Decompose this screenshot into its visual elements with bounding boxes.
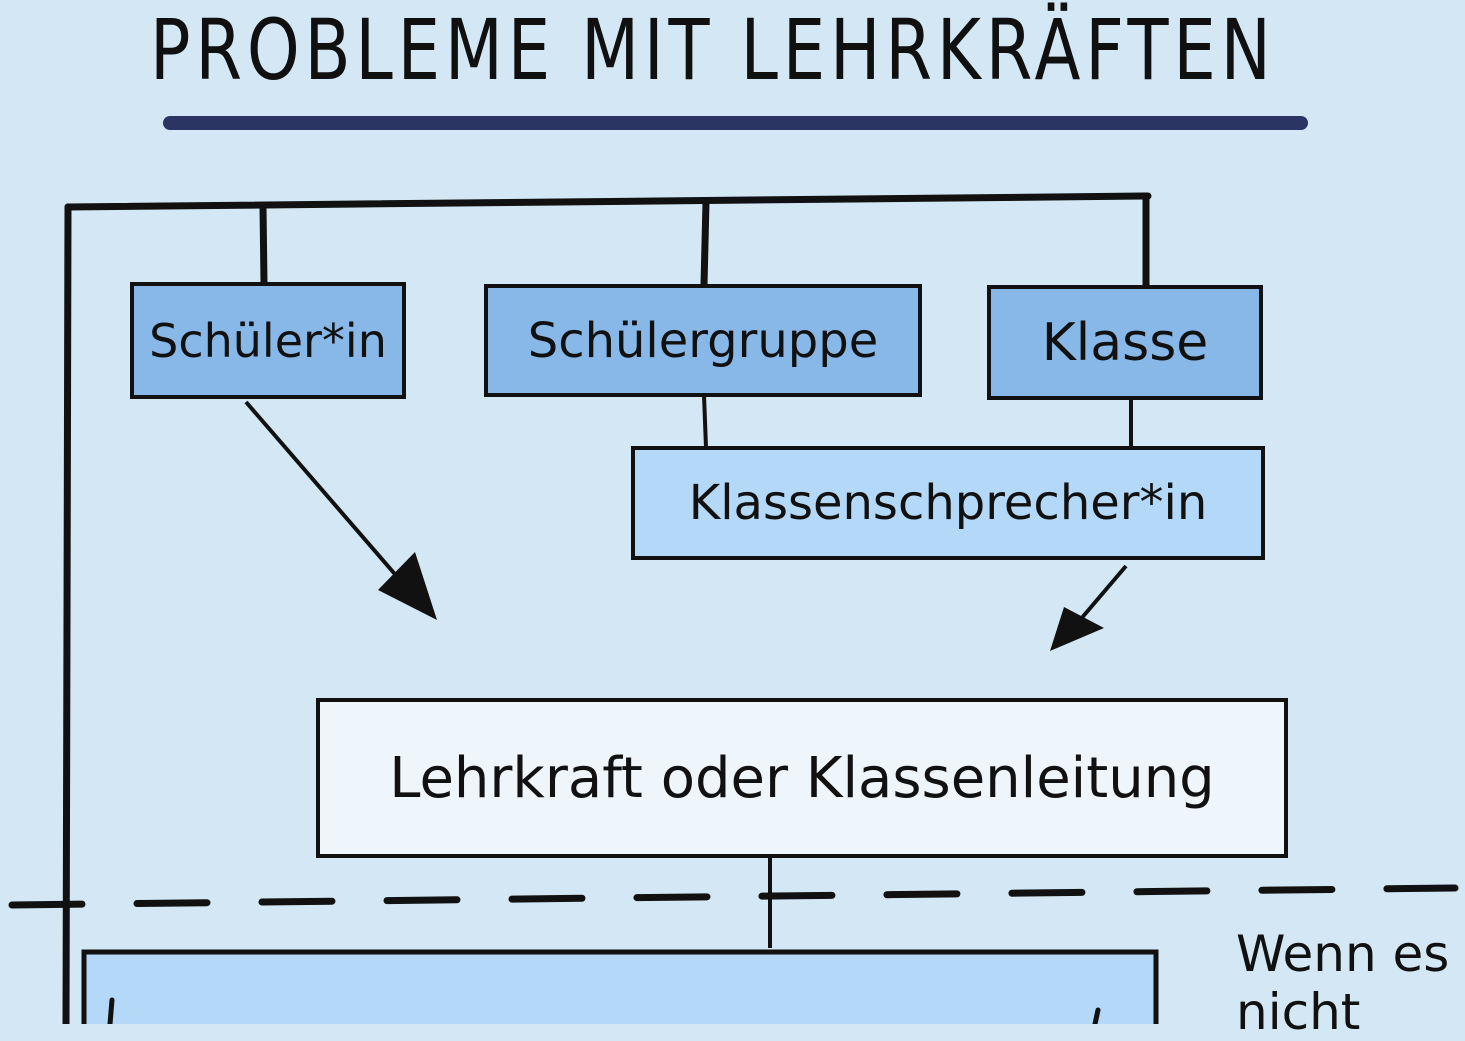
node-schuelerin-label: Schüler*in [149,313,387,368]
bottom-box [81,949,1159,1024]
connector-drop-schuelerin [259,205,268,284]
node-klassensprecherin: Klassenschprecher*in [631,446,1265,560]
node-schuelergruppe-label: Schülergruppe [527,312,879,369]
title-underline [163,116,1308,130]
left-vertical-connector [62,203,72,1024]
node-schuelerin: Schüler*in [130,282,406,399]
connector-schuelergruppe-to-sprecher [702,394,708,449]
arrow-schuelerin-to-lehrkraft-line [244,400,402,582]
top-connector-bus [64,192,1152,211]
node-lehrkraft-label: Lehrkraft oder Klassenleitung [389,745,1215,811]
page-title: PROBLEME MIT LEHRKRÄFTEN [150,1,1276,99]
arrow-sprecher-to-lehrkraft-line [1078,564,1128,622]
node-lehrkraft: Lehrkraft oder Klassenleitung [316,698,1288,858]
node-schuelergruppe: Schülergruppe [484,284,922,397]
node-klasse-label: Klasse [1041,312,1209,373]
dashed-separator [8,884,1459,909]
node-klassensprecherin-label: Klassenschprecher*in [688,475,1208,531]
connector-drop-schuelergruppe [700,201,710,286]
node-klasse: Klasse [987,285,1263,400]
arrow-sprecher-to-lehrkraft-head [1050,607,1104,651]
bottom-box-text-fragment [107,997,1101,1024]
arrow-schuelerin-to-lehrkraft-head [378,552,437,620]
